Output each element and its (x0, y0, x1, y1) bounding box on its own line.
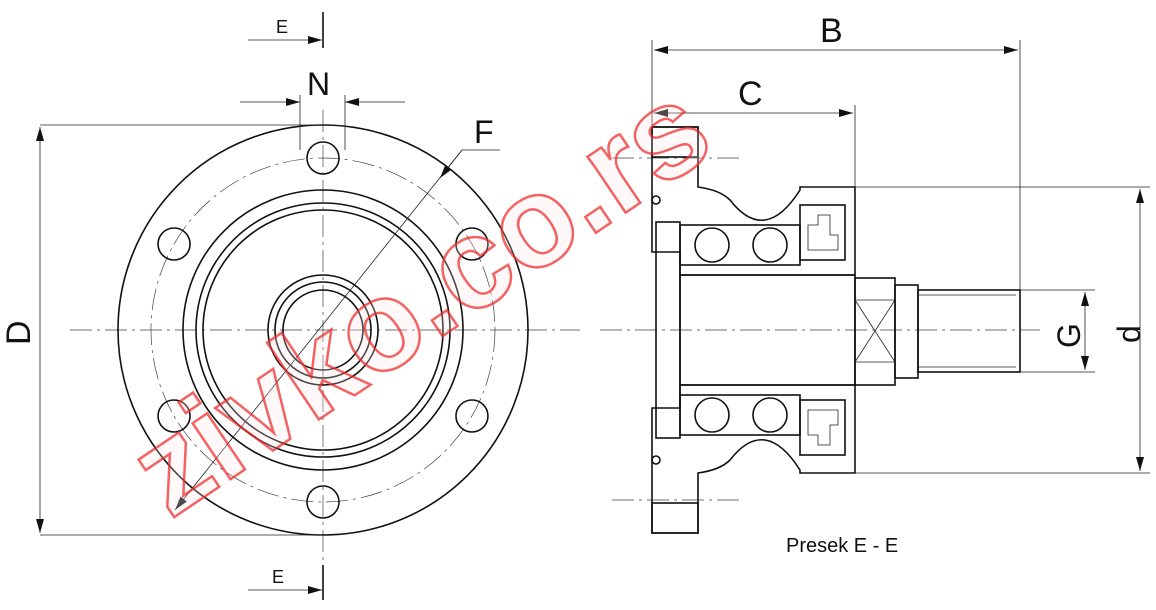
shaft-ring-outer (267, 274, 379, 386)
pin-top (651, 195, 661, 205)
bolt-hole-2 (455, 227, 489, 261)
f-label: F (474, 114, 494, 150)
hub-ring-outer (182, 189, 464, 471)
shaft-thread (917, 289, 1021, 373)
ball-lower-1 (694, 397, 730, 433)
d-outer-label: D (0, 320, 38, 345)
seal-lip-lower (807, 409, 839, 446)
ball-upper-1 (694, 227, 730, 263)
seal-lip-upper (807, 214, 839, 251)
bolt-hole-3 (455, 399, 489, 433)
section-view: B C d G Presek E - E (600, 12, 1150, 557)
n-label: N (307, 66, 330, 102)
bolt-hole-4 (306, 485, 340, 519)
d-inner-label: d (1111, 325, 1147, 343)
bolt-hole-5 (157, 399, 191, 433)
hub-ring-inner (202, 209, 444, 451)
bearing-lower (679, 394, 801, 436)
bolt-holes (157, 141, 489, 519)
housing-upper-section (651, 126, 856, 276)
hex-flat-marker (854, 299, 896, 363)
bolt-hole-top (651, 126, 699, 158)
bolt-hole-1 (306, 141, 340, 175)
section-label-top: E (276, 17, 288, 37)
pin-bottom (651, 455, 661, 465)
f-arrow-top (439, 149, 463, 179)
g-label: G (1051, 323, 1087, 348)
bearing-upper (679, 224, 801, 266)
housing-lower-section (651, 384, 856, 534)
bolt-hole-bottom (651, 502, 699, 534)
hub-ring-mid (195, 202, 451, 458)
b-label: B (820, 12, 843, 50)
front-view: D N E E F (0, 12, 580, 600)
bolt-circle (150, 157, 496, 503)
shaft-ring-mid (274, 281, 372, 379)
shaft-collar (894, 284, 919, 379)
seal-lower (799, 399, 846, 456)
f-diameter-line (174, 149, 463, 511)
ball-lower-2 (752, 397, 788, 433)
c-label: C (738, 75, 763, 113)
shaft-ring-inner (282, 289, 364, 371)
section-caption: Presek E - E (786, 535, 898, 557)
ball-upper-2 (752, 227, 788, 263)
seal-upper (799, 204, 846, 261)
section-label-bottom: E (272, 567, 284, 587)
bolt-hole-6 (157, 227, 191, 261)
